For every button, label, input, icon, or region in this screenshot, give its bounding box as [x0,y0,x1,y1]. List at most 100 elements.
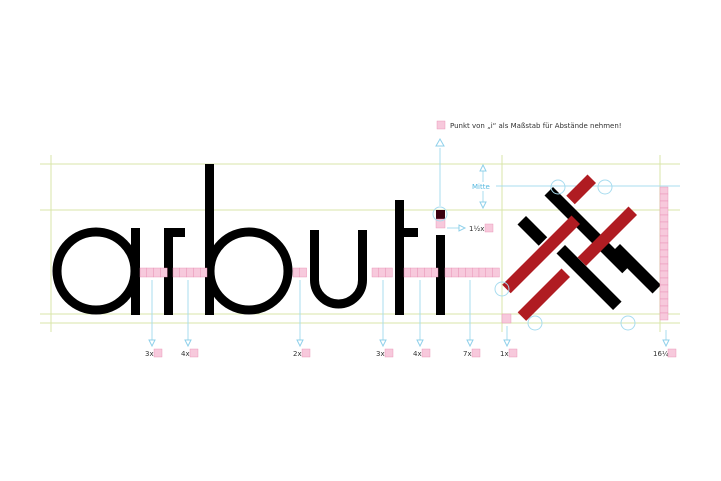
letter-b-stem [205,164,214,315]
spacing-unit [371,267,380,278]
height-unit [659,291,669,300]
spacing-unit-icon [153,348,163,358]
spacing-unit [172,267,181,278]
height-unit [659,298,669,307]
spacing-unit [146,267,154,278]
letter-i-dot [436,210,445,219]
spacing-unit [378,267,386,278]
spacing-label-r-b: 4x [181,350,190,358]
mark-anchor-bottom-left [527,315,543,331]
mark-bar-black-1 [544,187,631,274]
wordmark [52,164,445,315]
letter-a-stem [131,228,140,315]
pointer-arrow [416,339,424,348]
mark-height-units [659,186,669,321]
height-unit [659,270,669,279]
pointer-arrow [503,339,511,348]
spacing-unit [179,267,187,278]
pointer-arrow [184,339,192,348]
spacing-unit [385,267,393,278]
pointer-arrow [379,339,387,348]
spacing-unit [417,267,425,278]
i-offset-unit-icon [484,223,494,233]
spacing-unit [186,267,194,278]
note-unit-icon [436,120,446,130]
pointer-arrow [662,339,670,348]
mark-anchor-top-right [597,179,613,195]
mark-bar-red-2 [502,215,580,294]
pointer-arrow [466,339,474,348]
spacing-unit [472,267,480,278]
mark-bar-red-3 [577,206,637,266]
pointer-arrow [148,339,156,348]
mitte-arrow-up [479,163,487,172]
letter-b-bowl [205,227,293,315]
height-unit [659,200,669,209]
spacing-label-b-u: 2x [293,350,302,358]
mitte-arrow-down [479,201,487,210]
height-unit [659,193,669,202]
spacing-unit [193,267,201,278]
height-unit [659,228,669,237]
spacing-label-mark-margin: 1x [500,350,509,358]
spacing-unit [410,267,418,278]
mitte-label: Mitte [472,183,490,191]
i-offset-arrow [458,224,467,232]
i-dot-highlight [432,206,448,222]
spacing-unit [478,267,487,278]
height-unit [659,305,669,314]
note-text: Punkt von „i“ als Maßstab für Abstände n… [450,122,622,130]
mark-bar-black-2 [517,216,548,246]
mark-bar-red-4 [517,268,570,321]
height-unit [659,235,669,244]
mark-margin-unit [501,313,512,324]
height-unit [659,221,669,230]
spacing-unit [485,267,493,278]
letter-r-arm [164,228,185,237]
spacing-unit [465,267,473,278]
letter-t-bar [395,228,418,237]
spacing-unit [431,267,439,278]
height-unit [659,284,669,293]
height-unit [659,207,669,216]
height-unit [659,256,669,265]
spacing-unit [451,267,459,278]
logo-mark [502,174,662,321]
height-unit [659,263,669,272]
mark-bar-red-1 [566,174,596,205]
letter-i-stem [436,235,445,315]
spacing-unit [492,267,500,278]
pointer-arrow [296,339,304,348]
mitte-label-bg [470,182,496,191]
height-unit [659,242,669,251]
mark-bar-black-4 [611,243,662,294]
letter-a-bowl [52,227,140,315]
spacing-unit [292,267,301,278]
mark-anchor-bottom-right [620,315,636,331]
height-unit [659,277,669,286]
letter-t-stem [395,200,404,315]
height-unit [659,312,669,321]
spacing-label-i-mark: 7x [463,350,472,358]
spacing-unit-icon [667,348,677,358]
spacing-unit-icon [508,348,518,358]
spacing-unit-icon [384,348,394,358]
mark-anchor-left [494,281,510,297]
spacing-unit [458,267,466,278]
spacing-unit [444,267,453,278]
spacing-unit-icon [189,348,199,358]
spacing-unit [139,267,148,278]
spacing-label-a-r: 3x [145,350,154,358]
i-offset-label: 1½x [469,225,484,233]
height-unit [659,214,669,223]
mark-bar-black-3 [556,244,622,311]
spacing-unit-icon [471,348,481,358]
spacing-unit [424,267,432,278]
spacing-unit [199,267,208,278]
spacing-label-mark-height: 16¼x [653,350,673,358]
spacing-unit-icon [421,348,431,358]
spacing-unit [153,267,161,278]
spacing-label-t-i: 4x [413,350,422,358]
spacing-units [139,218,500,278]
